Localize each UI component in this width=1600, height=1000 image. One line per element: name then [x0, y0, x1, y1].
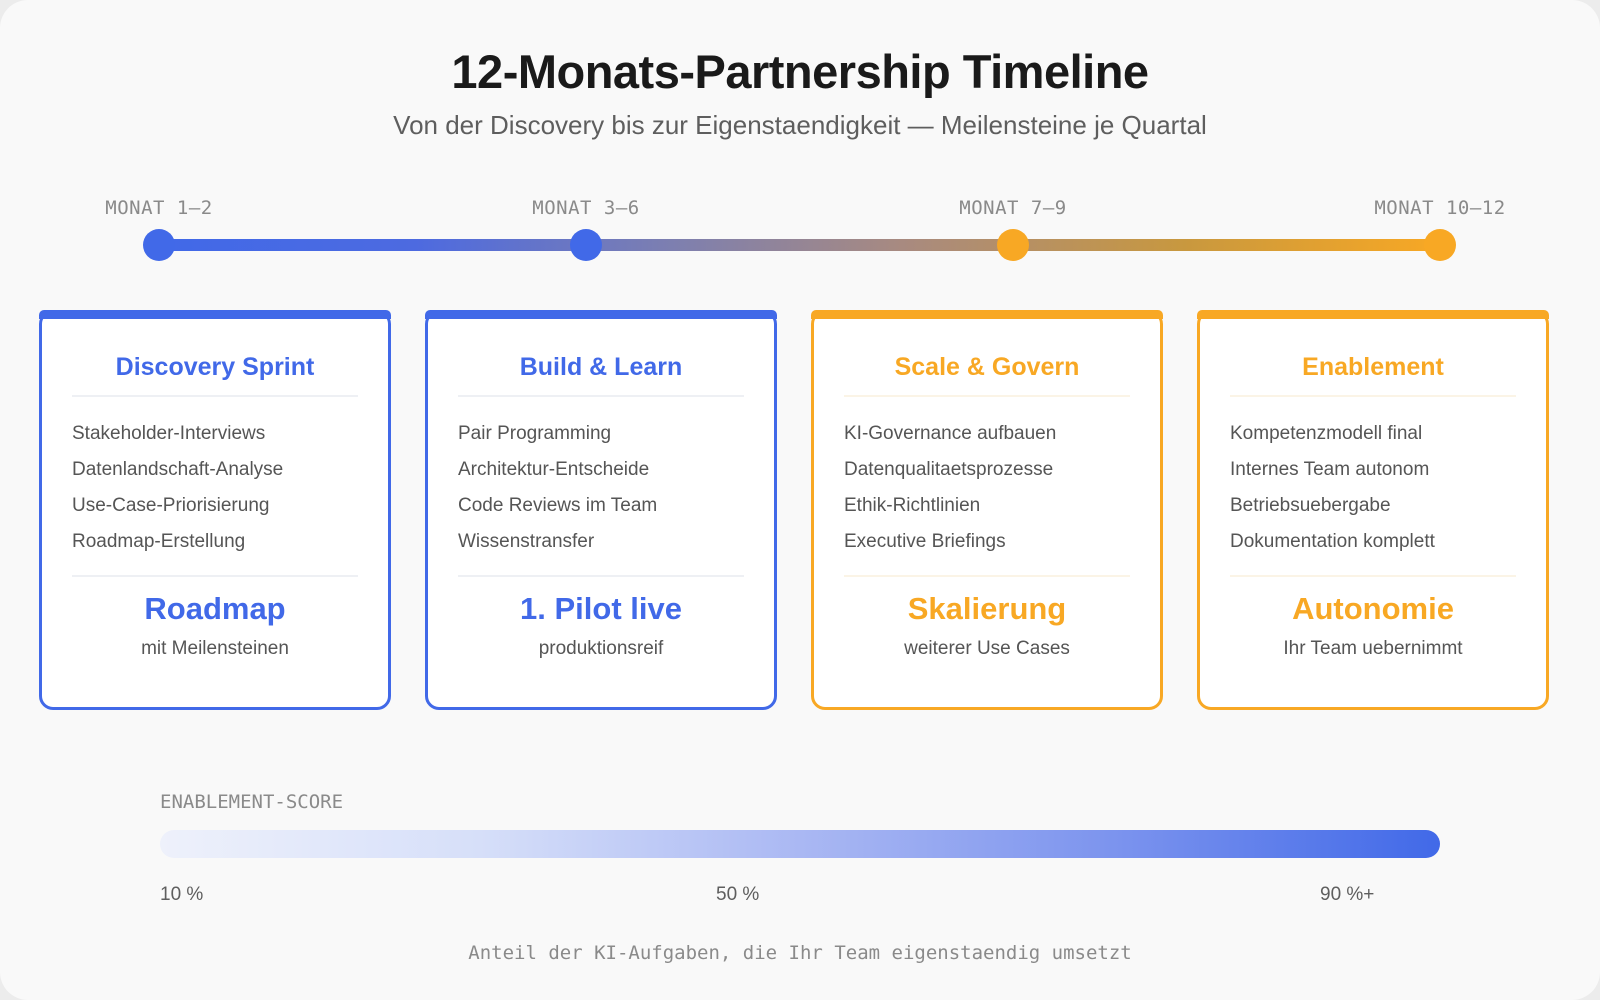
- list-item: Roadmap-Erstellung: [72, 531, 246, 552]
- milestone-subtitle: Ihr Team uebernimmt: [1283, 638, 1463, 659]
- list-item: KI-Governance aufbauen: [844, 423, 1057, 444]
- list-item: Dokumentation komplett: [1230, 531, 1435, 552]
- score-tick-high: 90 %+: [1320, 884, 1375, 905]
- activity-list: KI-Governance aufbauen Datenqualitaetspr…: [844, 423, 1056, 567]
- divider: [458, 575, 744, 577]
- list-item: Wissenstransfer: [458, 531, 595, 552]
- timeline-dot-2: [570, 229, 602, 261]
- card-accent-bar: [1197, 310, 1549, 319]
- list-item: Pair Programming: [458, 423, 612, 444]
- divider: [844, 395, 1130, 397]
- timeline-track: [159, 239, 1440, 251]
- milestone-title: Roadmap: [144, 591, 286, 626]
- milestone-title: Autonomie: [1292, 591, 1454, 626]
- card-title: Scale & Govern: [894, 353, 1080, 381]
- page-title: 12-Monats-Partnership Timeline: [451, 45, 1149, 98]
- divider: [72, 395, 358, 397]
- list-item: Stakeholder-Interviews: [72, 423, 266, 444]
- month-label-1: MONAT 1–2: [105, 197, 213, 219]
- milestone-title: Skalierung: [907, 591, 1067, 626]
- divider: [458, 395, 744, 397]
- month-label-3: MONAT 7–9: [959, 197, 1067, 219]
- card-accent-bar: [39, 310, 391, 319]
- milestone-title: 1. Pilot live: [520, 591, 682, 626]
- phase-card-build: Build & Learn Pair Programming Architekt…: [425, 310, 777, 710]
- card-title: Discovery Sprint: [115, 353, 315, 381]
- list-item: Executive Briefings: [844, 531, 1006, 552]
- month-label-2: MONAT 3–6: [532, 197, 640, 219]
- card-accent-bar: [425, 310, 777, 319]
- activity-list: Kompetenzmodell final Internes Team auto…: [1230, 423, 1435, 567]
- score-tick-mid: 50 %: [716, 884, 760, 905]
- card-title: Build & Learn: [519, 353, 683, 381]
- phase-card-scale: Scale & Govern KI-Governance aufbauen Da…: [811, 310, 1163, 710]
- card-title: Enablement: [1302, 353, 1444, 381]
- month-label-4: MONAT 10–12: [1374, 197, 1506, 219]
- milestone-subtitle: mit Meilensteinen: [141, 638, 289, 659]
- list-item: Datenqualitaetsprozesse: [844, 459, 1054, 480]
- score-label: ENABLEMENT-SCORE: [160, 791, 344, 813]
- page-subtitle: Von der Discovery bis zur Eigenstaendigk…: [393, 110, 1207, 140]
- timeline-dot-3: [997, 229, 1029, 261]
- divider: [1230, 395, 1516, 397]
- timeline-dot-4: [1424, 229, 1456, 261]
- phase-card-enablement: Enablement Kompetenzmodell final Interne…: [1197, 310, 1549, 710]
- list-item: Internes Team autonom: [1230, 459, 1430, 480]
- list-item: Betriebsuebergabe: [1230, 495, 1391, 516]
- phase-card-discovery: Discovery Sprint Stakeholder-Interviews …: [39, 310, 391, 710]
- list-item: Use-Case-Priorisierung: [72, 495, 270, 516]
- activity-list: Stakeholder-Interviews Datenlandschaft-A…: [72, 423, 283, 567]
- score-caption: Anteil der KI-Aufgaben, die Ihr Team eig…: [468, 942, 1132, 964]
- activity-list: Pair Programming Architektur-Entscheide …: [458, 423, 657, 567]
- list-item: Code Reviews im Team: [458, 495, 658, 516]
- divider: [844, 575, 1130, 577]
- list-item: Kompetenzmodell final: [1230, 423, 1423, 444]
- milestone-subtitle: produktionsreif: [538, 638, 664, 659]
- score-tick-low: 10 %: [160, 884, 204, 905]
- milestone-subtitle: weiterer Use Cases: [904, 638, 1070, 659]
- card-accent-bar: [811, 310, 1163, 319]
- score-gradient-bar: [160, 830, 1440, 858]
- timeline-dot-1: [143, 229, 175, 261]
- list-item: Datenlandschaft-Analyse: [72, 459, 284, 480]
- list-item: Ethik-Richtlinien: [844, 495, 981, 516]
- list-item: Architektur-Entscheide: [458, 459, 650, 480]
- divider: [72, 575, 358, 577]
- divider: [1230, 575, 1516, 577]
